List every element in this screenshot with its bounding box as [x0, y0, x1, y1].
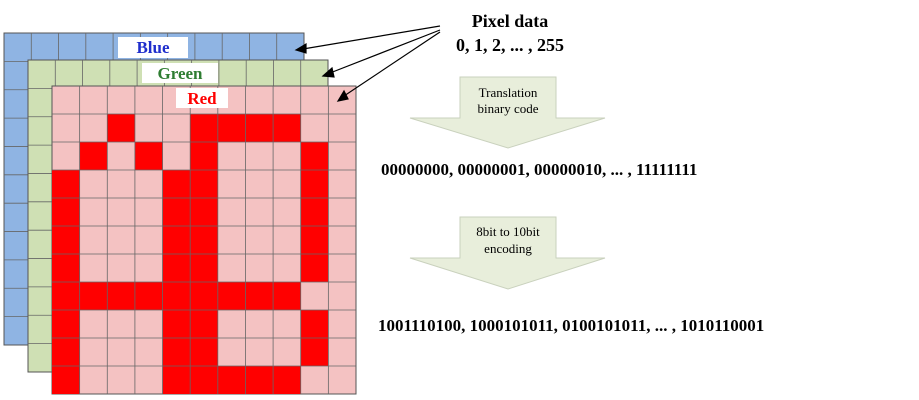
- red-pixel-on: [162, 310, 191, 338]
- green-channel-label: Green: [157, 64, 203, 83]
- red-pixel-on: [245, 114, 274, 142]
- red-pixel-on: [107, 282, 135, 310]
- red-pixel-on: [52, 282, 80, 310]
- red-pixel-on: [190, 142, 218, 170]
- red-pixel-on: [190, 170, 218, 198]
- red-pixel-on: [190, 226, 218, 254]
- red-pixel-on: [79, 142, 108, 170]
- red-pixel-on: [217, 282, 246, 310]
- red-pixel-on: [52, 310, 80, 338]
- red-pixel-on: [190, 366, 218, 394]
- pointer-line-red: [343, 31, 441, 97]
- step2-arrow-shape: [409, 216, 606, 290]
- red-pixel-on: [52, 338, 80, 366]
- red-pixel-on: [217, 114, 246, 142]
- red-pixel-on: [190, 282, 218, 310]
- red-pixel-on: [134, 282, 163, 310]
- pointer-line-green: [329, 29, 441, 74]
- step1-line1: Translation: [479, 85, 538, 100]
- red-pixel-on: [300, 142, 329, 170]
- pointer-arrowhead-green: [321, 66, 335, 78]
- red-layer-grid: [52, 86, 356, 394]
- pointer-arrowhead-blue: [294, 42, 307, 54]
- red-pixel-on: [300, 338, 329, 366]
- red-channel-label: Red: [187, 89, 217, 108]
- step2-line2: encoding: [484, 241, 532, 256]
- step1-arrow: Translation binary code: [409, 76, 606, 149]
- green-label-box: [142, 63, 218, 83]
- red-pixel-on: [52, 226, 80, 254]
- red-pixel-on: [300, 226, 329, 254]
- red-pixel-on: [79, 282, 108, 310]
- pixel-data-range: 0, 1, 2, ... , 255: [456, 35, 564, 55]
- red-pixel-on: [190, 310, 218, 338]
- red-pixel-on: [300, 254, 329, 282]
- red-pixel-on: [273, 282, 301, 310]
- red-pixel-on: [273, 366, 301, 394]
- red-pixel-on: [162, 198, 191, 226]
- red-pixel-on: [190, 114, 218, 142]
- red-pixel-on: [162, 366, 191, 394]
- red-pixel-on: [217, 366, 246, 394]
- red-layer-cells: [52, 114, 329, 394]
- red-pixel-on: [300, 170, 329, 198]
- red-pixel-on: [273, 114, 301, 142]
- red-pixel-on: [162, 338, 191, 366]
- red-pixel-on: [52, 366, 80, 394]
- step2-arrow: 8bit to 10bit encoding: [409, 216, 606, 290]
- red-pixel-on: [52, 254, 80, 282]
- red-pixel-on: [245, 366, 274, 394]
- red-pixel-on: [300, 198, 329, 226]
- binary-code-output: 00000000, 00000001, 00000010, ... , 1111…: [381, 160, 697, 179]
- red-pixel-on: [107, 114, 135, 142]
- red-pixel-on: [162, 170, 191, 198]
- red-pixel-on: [134, 142, 163, 170]
- step1-arrow-shape: [409, 76, 606, 149]
- red-pixel-on: [300, 310, 329, 338]
- red-pixel-on: [190, 254, 218, 282]
- red-pixel-on: [162, 282, 191, 310]
- pointer-arrowhead-red: [336, 89, 349, 102]
- blue-channel-label: Blue: [136, 38, 170, 57]
- pixel-data-title: Pixel data: [472, 11, 549, 31]
- red-pixel-on: [190, 198, 218, 226]
- red-pixel-on: [162, 226, 191, 254]
- red-label-box: [176, 88, 228, 108]
- pointer-line-blue: [302, 25, 441, 50]
- ten-bit-encoding-output: 1001110100, 1000101011, 0100101011, ... …: [378, 316, 764, 335]
- red-pixel-on: [190, 338, 218, 366]
- red-pixel-on: [52, 170, 80, 198]
- red-pixel-on: [52, 198, 80, 226]
- step2-line1: 8bit to 10bit: [476, 224, 540, 239]
- blue-label-box: [118, 37, 188, 58]
- step1-line2: binary code: [477, 101, 538, 116]
- pointer-lines: [294, 25, 441, 102]
- red-pixel-on: [162, 254, 191, 282]
- red-layer: Red: [51, 85, 357, 395]
- red-pixel-on: [245, 282, 274, 310]
